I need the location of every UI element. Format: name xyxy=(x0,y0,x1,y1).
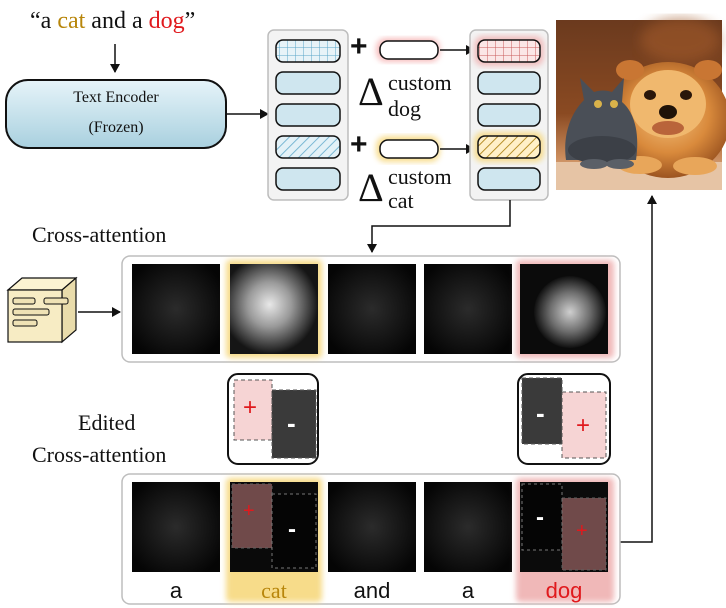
dog-minus-icon: - xyxy=(536,398,545,428)
edited-map-a xyxy=(132,482,220,572)
delta-dog-symbol: Δ xyxy=(358,69,384,114)
edited-map-a2 xyxy=(424,482,512,572)
plus-icon-cat: + xyxy=(350,128,368,161)
delta-cat-subscript: cat xyxy=(388,188,414,213)
token-label-dog: dog xyxy=(545,578,583,603)
edited-dog-plus-icon: + xyxy=(576,520,588,542)
edited-token-cat xyxy=(477,135,541,159)
attention-map-and xyxy=(328,264,416,354)
embedding-to-attention-arrow xyxy=(367,200,511,253)
cat-dog-photo xyxy=(556,18,726,190)
dog-add-region xyxy=(561,391,607,459)
delta-cat-symbol: Δ xyxy=(358,165,384,210)
attention-map-a2 xyxy=(424,264,512,354)
cross-attention-label: Cross-attention xyxy=(32,222,167,247)
encoder-label-1: Text Encoder xyxy=(73,89,159,106)
prompt-open-quote: “ xyxy=(30,8,41,34)
embedding-token-cat xyxy=(275,135,341,159)
prompt-word-cat: cat xyxy=(57,8,86,34)
embedding-token xyxy=(275,103,341,127)
cat-minus-icon: - xyxy=(287,408,296,438)
edited-token xyxy=(477,71,541,95)
dog-plus-icon: + xyxy=(576,412,591,439)
prompt-word-dog: dog xyxy=(148,8,185,34)
delta-dog-vector xyxy=(379,40,439,60)
embedding-token xyxy=(275,167,341,191)
encoder-label-2: (Frozen) xyxy=(88,119,144,136)
plus-icon-dog: + xyxy=(350,30,368,63)
edited-attention-maps-row xyxy=(132,478,614,602)
cat-remove-region xyxy=(271,389,317,459)
prompt-word-and-a: and a xyxy=(91,8,143,34)
edited-token xyxy=(477,167,541,191)
cat-add-region xyxy=(233,379,273,441)
edited-label-line2: Cross-attention xyxy=(32,442,167,467)
delta-dog-superscript: custom xyxy=(388,70,452,95)
embedding-token-dog xyxy=(275,39,341,63)
prompt-word-a: a xyxy=(40,8,52,34)
cat-plus-icon: + xyxy=(243,394,258,421)
delta-dog-subscript: dog xyxy=(388,96,421,121)
token-label-cat: cat xyxy=(261,578,287,603)
attention-maps-row xyxy=(132,260,614,358)
attention-map-cat xyxy=(230,264,318,354)
delta-cat-superscript: custom xyxy=(388,164,452,189)
edited-map-and xyxy=(328,482,416,572)
cube-icon xyxy=(6,276,78,344)
token-label: a xyxy=(169,578,183,603)
edited-label-line1: Edited xyxy=(78,410,136,435)
edited-token-dog xyxy=(477,39,541,63)
embedding-token xyxy=(275,71,341,95)
delta-cat-vector xyxy=(379,139,439,159)
edited-cat-plus-icon: + xyxy=(243,500,255,522)
prompt-text: “a cat and a dog” xyxy=(30,8,195,35)
prompt-close-quote: ” xyxy=(184,8,196,34)
dog-remove-region xyxy=(521,377,563,445)
edited-token xyxy=(477,103,541,127)
edited-attention-to-image-arrow xyxy=(620,195,657,543)
edited-cat-minus-icon: - xyxy=(288,516,296,543)
edited-dog-minus-icon: - xyxy=(536,504,544,531)
attention-map-a xyxy=(132,264,220,354)
token-label: and xyxy=(353,578,391,603)
token-label: a xyxy=(461,578,475,603)
